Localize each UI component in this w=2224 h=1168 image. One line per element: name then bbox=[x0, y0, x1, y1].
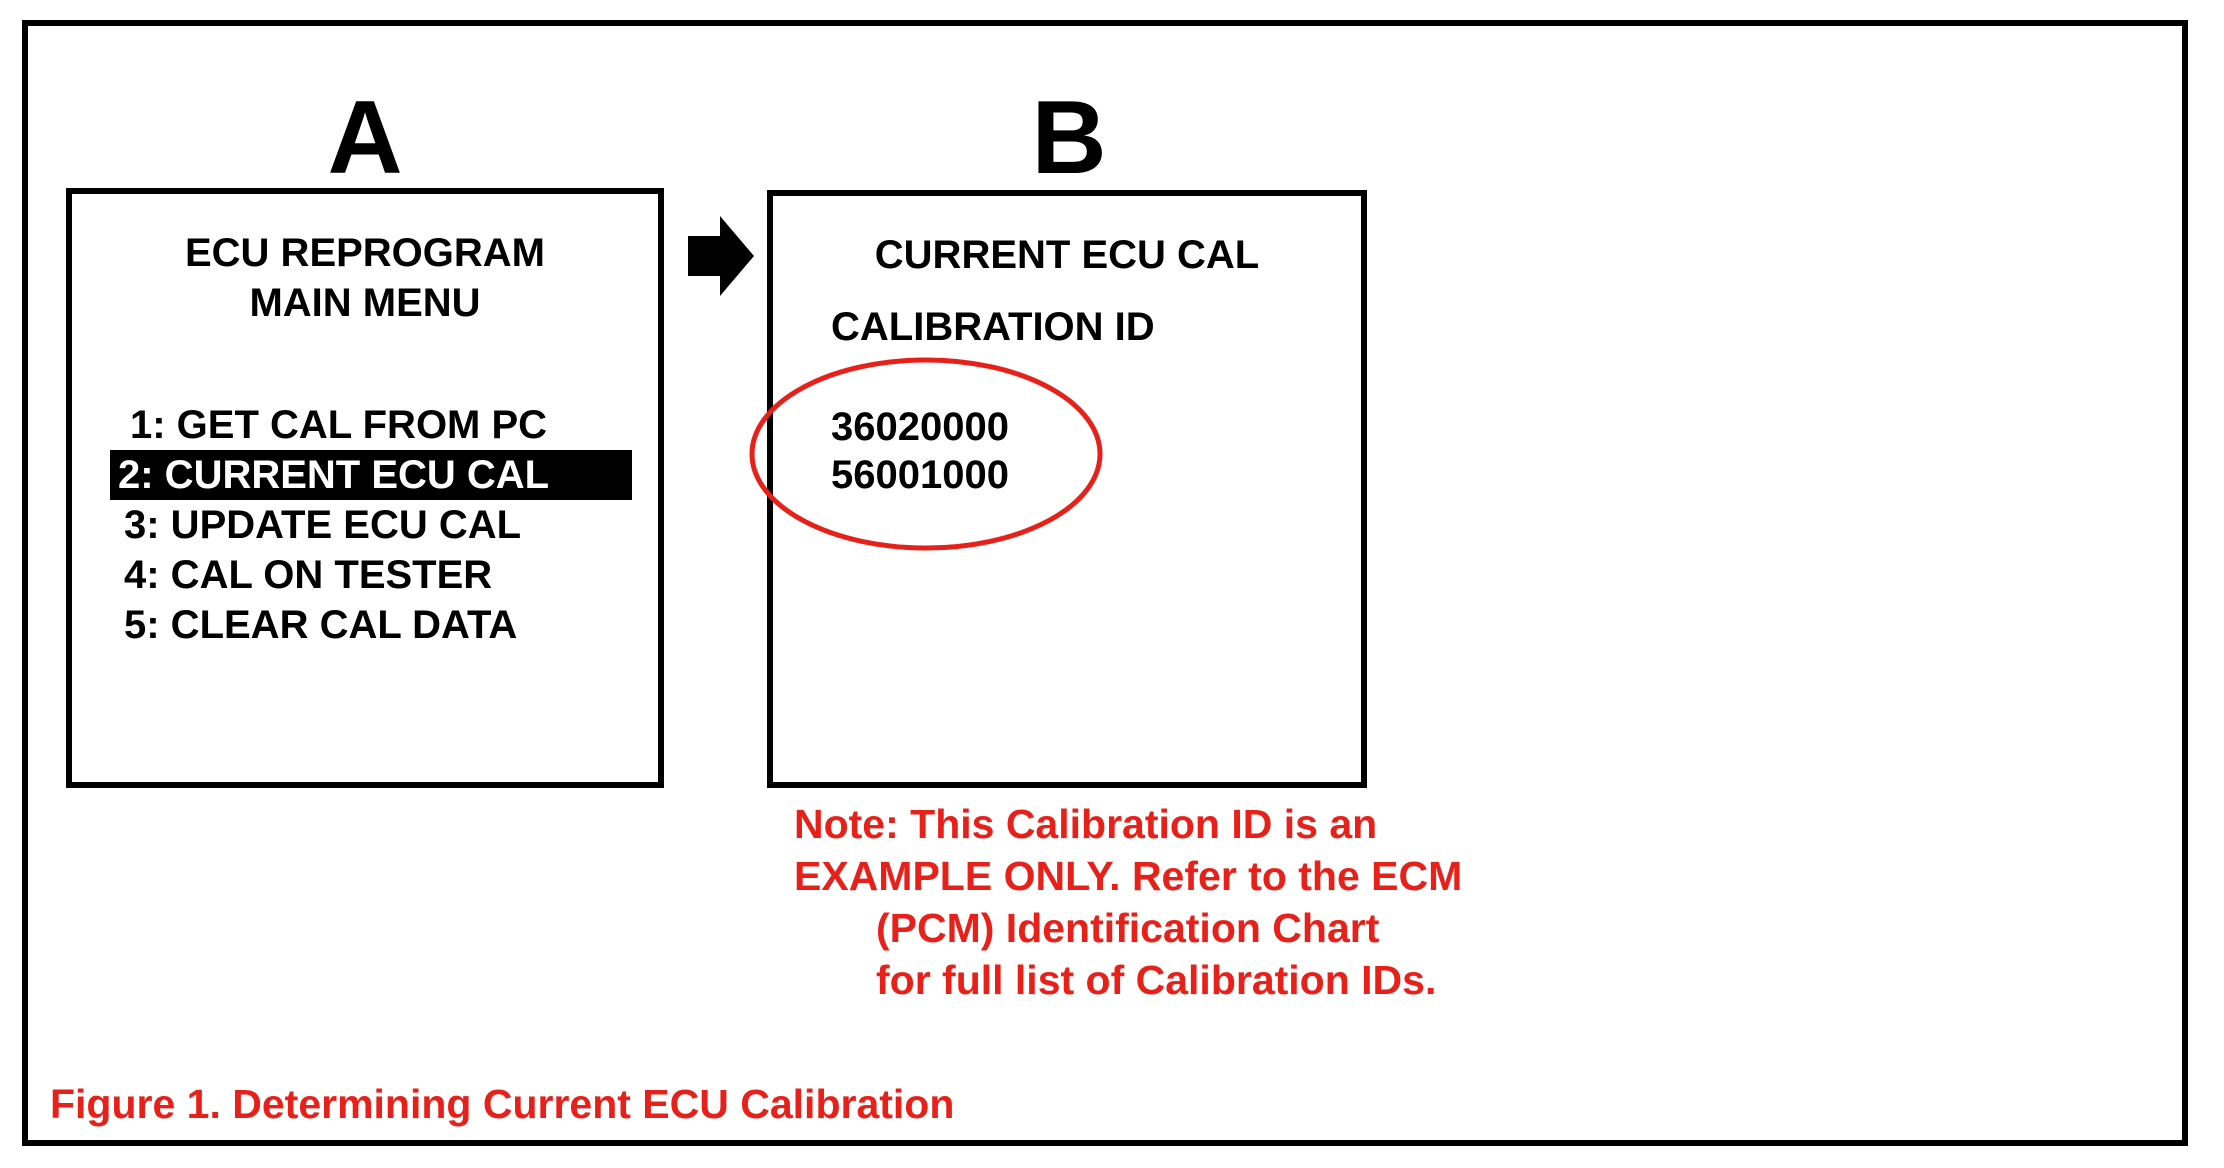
calibration-id-label: CALIBRATION ID bbox=[831, 305, 1155, 349]
calibration-id-value: 36020000 bbox=[831, 405, 1009, 449]
right-arrow-icon bbox=[688, 216, 754, 296]
menu-item-get-cal-from-pc[interactable]: 1: GET CAL FROM PC bbox=[130, 403, 548, 447]
panel-b-letter: B bbox=[1031, 80, 1107, 196]
figure-frame bbox=[22, 20, 2188, 1146]
figure-caption: Figure 1. Determining Current ECU Calibr… bbox=[50, 1081, 955, 1127]
panel-a-letter: A bbox=[327, 80, 403, 196]
menu-item-update-ecu-cal[interactable]: 3: UPDATE ECU CAL bbox=[124, 503, 522, 547]
menu-item-clear-cal-data[interactable]: 5: CLEAR CAL DATA bbox=[124, 603, 518, 647]
screen-b-title: CURRENT ECU CAL bbox=[874, 233, 1260, 277]
note-line: (PCM) Identification Chart bbox=[876, 905, 1380, 951]
screen-a-title-line-1: ECU REPROGRAM bbox=[184, 231, 546, 275]
menu-item-cal-on-tester[interactable]: 4: CAL ON TESTER bbox=[124, 553, 493, 597]
screen-a-main-menu: ECU REPROGRAM MAIN MENU 1: GET CAL FROM … bbox=[66, 188, 664, 788]
calibration-id-value: 56001000 bbox=[831, 453, 1009, 497]
menu-item-current-ecu-cal[interactable]: 2: CURRENT ECU CAL bbox=[110, 450, 632, 500]
note-line: for full list of Calibration IDs. bbox=[876, 957, 1437, 1003]
ellipse-highlight bbox=[749, 357, 1103, 551]
note-line: Note: This Calibration ID is an bbox=[794, 801, 1378, 847]
note-line: EXAMPLE ONLY. Refer to the ECM bbox=[794, 853, 1463, 899]
screen-a-title-line-2: MAIN MENU bbox=[249, 281, 481, 325]
screen-b-current-ecu-cal: CURRENT ECU CAL CALIBRATION ID 36020000 … bbox=[767, 190, 1367, 788]
